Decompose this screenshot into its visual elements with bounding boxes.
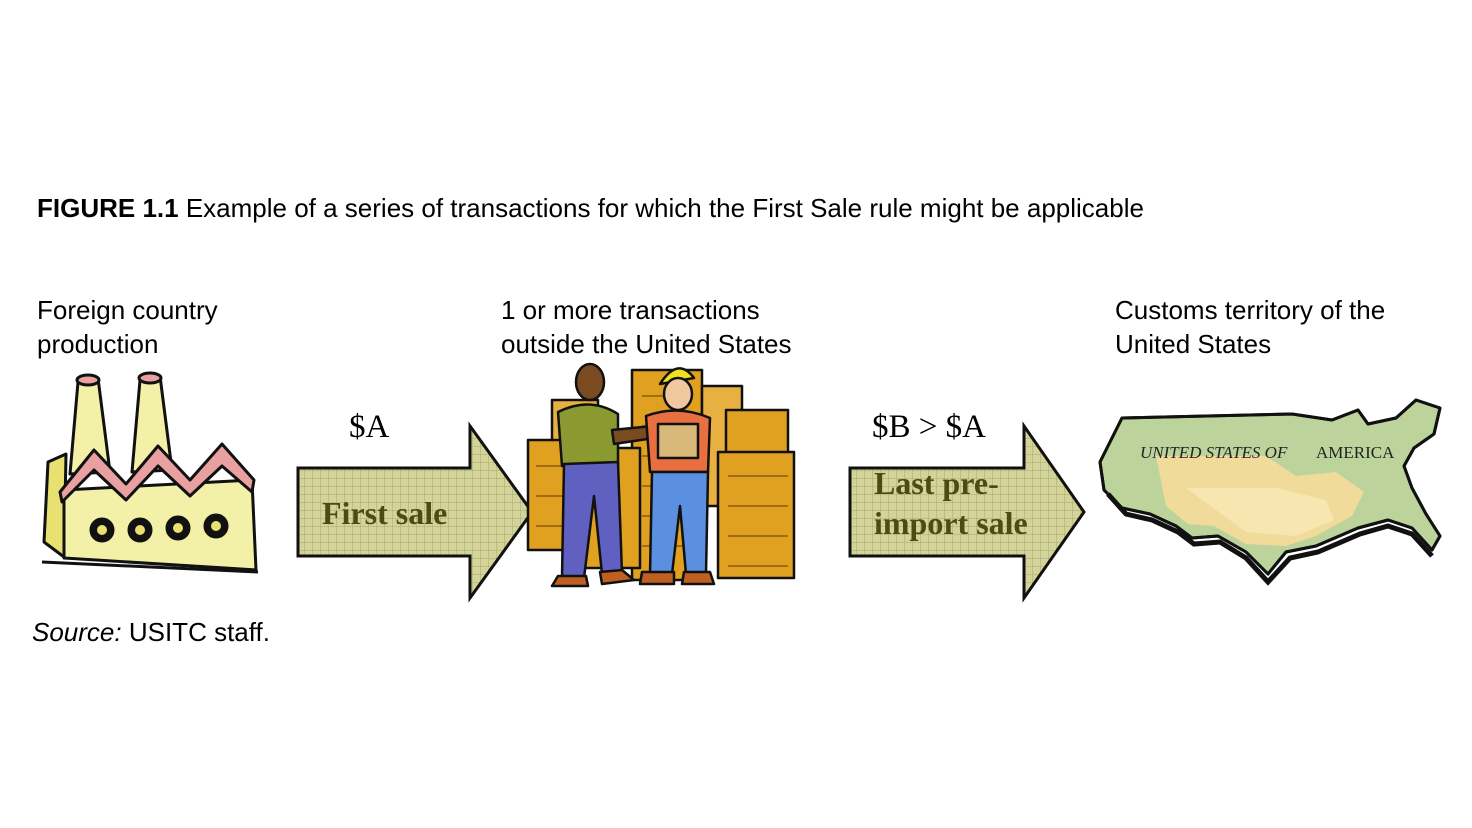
arrow-label-line: import sale	[874, 505, 1028, 541]
first-sale-label: First sale	[322, 495, 448, 531]
stage-label-line: production	[37, 329, 159, 359]
workers-boxes-icon	[526, 362, 796, 588]
source-prefix: Source:	[32, 617, 122, 647]
stage-label-line: Customs territory of the	[1115, 295, 1386, 325]
factory-icon	[41, 371, 259, 574]
stage-label-customs: Customs territory of the United States	[1115, 293, 1385, 361]
stage-label-line: 1 or more transactions	[501, 295, 760, 325]
map-label-left: UNITED STATES OF	[1140, 443, 1288, 462]
source-note: Source: USITC staff.	[32, 617, 270, 648]
stage-label-line: Foreign country	[37, 295, 218, 325]
last-pre-import-sale-label: Last pre- import sale	[874, 463, 1028, 543]
stage-label-line: outside the United States	[501, 329, 792, 359]
figure-number: FIGURE 1.1	[37, 193, 179, 223]
last-pre-import-sale-arrow	[848, 421, 1086, 603]
figure-caption: FIGURE 1.1 Example of a series of transa…	[37, 193, 1144, 224]
source-text: USITC staff.	[128, 617, 270, 647]
price-label-a: $A	[349, 409, 390, 445]
arrow-label-line: Last pre-	[874, 465, 999, 501]
stage-label-transactions: 1 or more transactions outside the Unite…	[501, 293, 792, 361]
figure-title: Example of a series of transactions for …	[185, 193, 1144, 223]
stage-label-line: United States	[1115, 329, 1272, 359]
stage-label-foreign: Foreign country production	[37, 293, 218, 361]
price-label-b: $B > $A	[872, 409, 986, 445]
first-sale-arrow	[296, 421, 534, 603]
us-map-icon: UNITED STATES OF AMERICA	[1098, 398, 1442, 586]
map-label-right: AMERICA	[1316, 443, 1395, 462]
